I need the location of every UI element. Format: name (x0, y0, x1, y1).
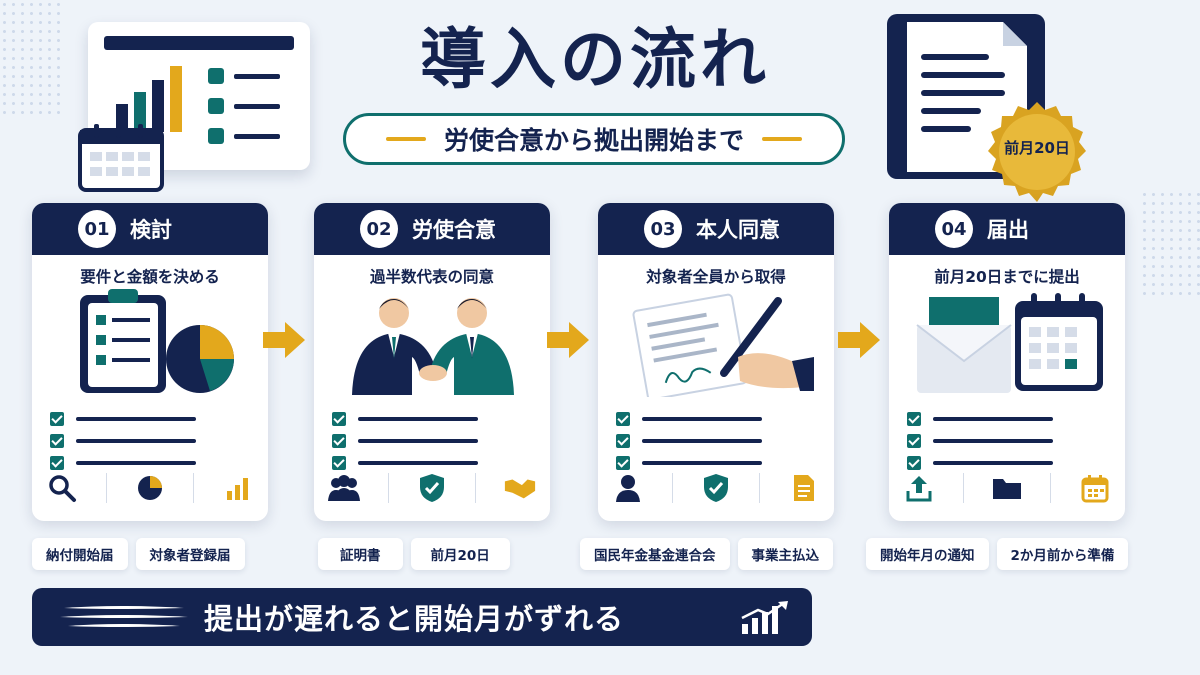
person-icon (611, 471, 645, 505)
arrow-right-icon (547, 322, 589, 358)
step-card-2: 02 労使合意 過半数代表の同意 (314, 203, 550, 521)
icon-row (889, 471, 1125, 505)
warning-banner: 提出が遅れると開始月がずれる (32, 588, 812, 646)
step-number: 03 (644, 210, 682, 248)
text-line (76, 439, 196, 443)
calendar-icon (78, 122, 168, 192)
dash-right (762, 137, 802, 141)
bar-chart-icon (221, 471, 255, 505)
handshake-illustration (332, 287, 532, 397)
background-dots (1140, 190, 1200, 300)
seal-label: 前月20日 (1004, 139, 1070, 157)
clipboard-illustration (50, 287, 250, 397)
step-header: 03 本人同意 (598, 203, 834, 255)
step-description: 過半数代表の同意 (369, 268, 494, 286)
step-number: 01 (78, 210, 116, 248)
step-card-1: 01 検討 要件と金額を決める (32, 203, 268, 521)
text-line (358, 461, 478, 465)
background-dots (0, 0, 60, 120)
step-title: 労使合意 (412, 218, 496, 242)
seal-badge (982, 100, 1092, 210)
step-card-3: 03 本人同意 対象者全員から取得 (598, 203, 834, 521)
speed-lines-icon (60, 606, 188, 627)
step-header: 01 検討 (32, 203, 268, 255)
calendar-icon (1078, 471, 1112, 505)
text-line (358, 439, 478, 443)
step-description: 対象者全員から取得 (646, 268, 786, 286)
tag-group: 証明書 前月20日 (318, 538, 510, 570)
check-icon (332, 434, 346, 448)
check-icon (907, 456, 921, 470)
arrow-right-icon (263, 322, 305, 358)
checklist (907, 408, 1053, 474)
text-line (76, 417, 196, 421)
step-description: 前月20日までに提出 (934, 268, 1080, 286)
check-icon (50, 434, 64, 448)
text-line (933, 461, 1053, 465)
step-title: 届出 (987, 218, 1029, 242)
tag: 前月20日 (410, 538, 510, 570)
text-line (933, 417, 1053, 421)
envelope-calendar-illustration (907, 287, 1107, 397)
pie-chart-icon (133, 471, 167, 505)
text-line (76, 461, 196, 465)
tag: 開始年月の通知 (866, 538, 989, 570)
upload-icon (902, 471, 936, 505)
text-line (933, 439, 1053, 443)
check-icon (50, 456, 64, 470)
icon-row (598, 471, 834, 505)
text-line (642, 417, 762, 421)
tag: 対象者登録届 (135, 538, 245, 570)
check-icon (907, 434, 921, 448)
check-icon (50, 412, 64, 426)
text-line (642, 439, 762, 443)
tag: 2か月前から準備 (996, 538, 1129, 570)
tag: 国民年金基金連合会 (580, 538, 730, 570)
folder-icon (990, 471, 1024, 505)
document-icon (787, 471, 821, 505)
tag-group: 開始年月の通知 2か月前から準備 (866, 538, 1129, 570)
text-line (358, 417, 478, 421)
step-description: 要件と金額を決める (80, 268, 220, 286)
page-title: 導入の流れ (420, 21, 770, 98)
banner-text: 提出が遅れると開始月がずれる (204, 602, 625, 636)
handshake-icon (503, 471, 537, 505)
subtitle-text: 労使合意から拠出開始まで (443, 126, 744, 155)
tag-group: 納付開始届 対象者登録届 (32, 538, 245, 570)
icon-row (314, 471, 550, 505)
check-icon (332, 456, 346, 470)
check-icon (616, 456, 630, 470)
tag: 事業主払込 (737, 538, 833, 570)
step-header: 04 届出 (889, 203, 1125, 255)
shield-check-icon (699, 471, 733, 505)
step-number: 02 (360, 210, 398, 248)
checklist (332, 408, 478, 474)
signing-illustration (616, 287, 816, 401)
step-title: 本人同意 (696, 218, 780, 242)
check-icon (616, 412, 630, 426)
tag: 証明書 (318, 538, 403, 570)
arrow-right-icon (838, 322, 880, 358)
check-icon (907, 412, 921, 426)
step-card-4: 04 届出 前月20日までに提出 (889, 203, 1125, 521)
text-line (642, 461, 762, 465)
check-icon (616, 434, 630, 448)
shield-check-icon (415, 471, 449, 505)
check-icon (332, 412, 346, 426)
checklist (616, 408, 762, 474)
tag-group: 国民年金基金連合会 事業主払込 (580, 538, 833, 570)
growth-chart-icon (741, 601, 788, 634)
subtitle-pill: 労使合意から拠出開始まで (343, 113, 845, 165)
checklist (50, 408, 196, 474)
search-icon (45, 471, 79, 505)
icon-row (32, 471, 268, 505)
step-title: 検討 (130, 218, 172, 242)
tag: 納付開始届 (32, 538, 128, 570)
dash-left (385, 137, 426, 141)
step-number: 04 (935, 210, 973, 248)
group-icon (327, 471, 361, 505)
step-header: 02 労使合意 (314, 203, 550, 255)
